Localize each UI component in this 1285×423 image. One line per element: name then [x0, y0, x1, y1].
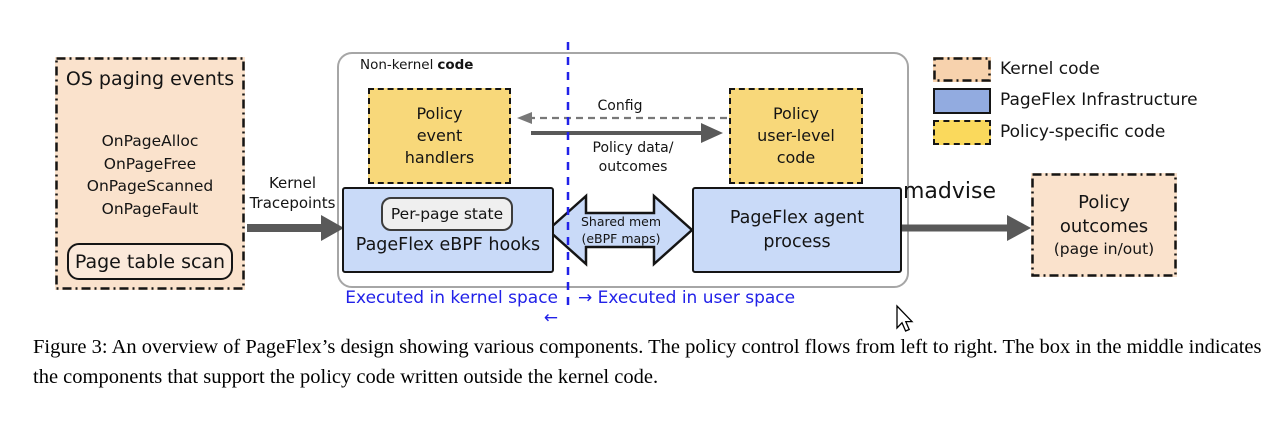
- non-kernel-code-container: [337, 52, 909, 288]
- policy-outcomes-box: Policy outcomes (page in/out): [1031, 173, 1177, 277]
- kernel-tracepoints-label: Kernel Tracepoints: [249, 174, 336, 212]
- policy-user-level-code-box: Policy user-level code: [729, 88, 863, 184]
- kernel-tracepoints-arrow: [247, 215, 344, 241]
- executed-user-space-label: → Executed in user space: [578, 288, 796, 308]
- non-kernel-label-prefix: Non-kernel: [360, 57, 434, 73]
- pageflex-ebpf-hooks-label: PageFlex eBPF hooks: [355, 235, 541, 255]
- legend-swatch-pageflex-infrastructure: [933, 88, 991, 114]
- executed-kernel-space-label: Executed in kernel space ←: [345, 288, 558, 328]
- event-onpagescanned: OnPageScanned: [86, 177, 214, 195]
- policy-outcomes-subtitle: (page in/out): [1053, 239, 1155, 258]
- pageflex-agent-process-box: PageFlex agent process: [692, 187, 902, 273]
- os-paging-events-box: OS paging events OnPageAlloc OnPageFree …: [55, 57, 245, 290]
- policy-event-handlers-box: Policy event handlers: [368, 88, 511, 184]
- policy-data-outcomes-label: Policy data/ outcomes: [592, 140, 674, 175]
- madvise-label: madvise: [903, 179, 997, 204]
- legend-swatch-policy-specific-code: [933, 120, 991, 145]
- legend-label-pageflex-infrastructure: PageFlex Infrastructure: [1000, 90, 1198, 110]
- non-kernel-label-bold: code: [437, 57, 474, 73]
- policy-outcomes-title: Policy outcomes: [1059, 191, 1149, 237]
- mouse-cursor: [896, 304, 914, 332]
- page-table-scan-box: Page table scan: [67, 243, 233, 280]
- legend-label-policy-specific-code: Policy-specific code: [1000, 122, 1166, 142]
- pageflex-ebpf-hooks-box: Per-page state PageFlex eBPF hooks: [342, 187, 554, 273]
- dashdot-border: [933, 57, 991, 82]
- os-paging-events-title: OS paging events: [65, 68, 235, 90]
- event-onpagefree: OnPageFree: [103, 154, 197, 173]
- config-label: Config: [597, 98, 643, 114]
- event-onpagealloc: OnPageAlloc: [101, 132, 199, 150]
- legend-label-kernel-code: Kernel code: [1000, 59, 1100, 79]
- legend-swatch-kernel-code: [933, 57, 991, 82]
- shared-mem-label: Shared mem (eBPF maps): [580, 214, 662, 246]
- madvise-arrow: [899, 215, 1031, 241]
- per-page-state-box: Per-page state: [381, 197, 513, 231]
- paging-events-list: OnPageAlloc OnPageFree OnPageScanned OnP…: [55, 130, 245, 220]
- figure-caption: Figure 3: An overview of PageFlex’s desi…: [33, 336, 1262, 388]
- event-onpagefault: OnPageFault: [101, 199, 199, 218]
